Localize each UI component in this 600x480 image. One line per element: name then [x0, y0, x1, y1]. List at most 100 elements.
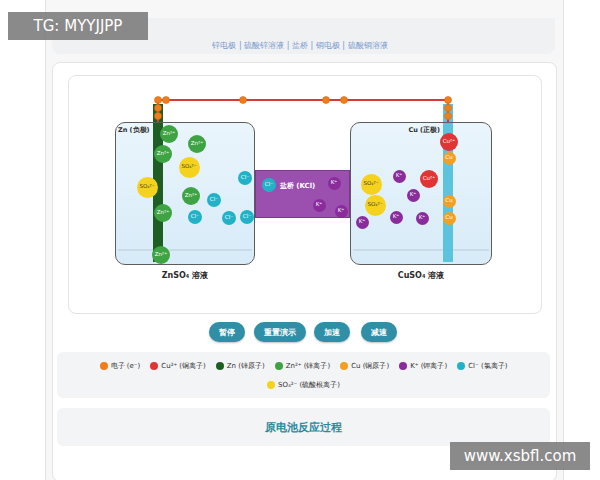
- ion-circle: SO₄²⁻: [137, 177, 158, 198]
- node-text: 减速: [371, 327, 387, 338]
- ion-circle: K⁺: [390, 211, 403, 224]
- electron-dots: [155, 97, 452, 120]
- node-text: Cl⁻: [191, 214, 199, 220]
- legend-text: Cu²⁺ (铜离子): [161, 361, 206, 371]
- node-text: 盐桥 (KCl): [280, 181, 315, 191]
- node-text: ZnSO₄ 溶液: [116, 270, 254, 281]
- legend-text: Cl⁻ (氯离子): [468, 361, 507, 371]
- node-text: Zn²⁺: [155, 252, 167, 258]
- ion-circle: Zn²⁺: [182, 187, 200, 205]
- node-text: Cl⁻: [265, 182, 273, 188]
- legend-item: SO₄²⁻ (硫酸根离子): [267, 380, 340, 390]
- liquid-level: [353, 250, 489, 251]
- node-text: K⁺: [396, 173, 403, 179]
- node-text: 原电池反应过程: [265, 420, 342, 435]
- legend-text: Cu (铜原子): [351, 361, 389, 371]
- node-text: Cu²⁺: [423, 176, 435, 182]
- node-text: Cl⁻: [241, 175, 249, 181]
- beaker: Zn (负极)ZnSO₄ 溶液Zn²⁺Zn²⁺Zn²⁺SO₄²⁻SO₄²⁻Zn²…: [115, 122, 255, 265]
- nav-links: 锌电极 | 硫酸锌溶液 | 盐桥 | 铜电极 | 硫酸铜溶液: [212, 33, 387, 52]
- watermark-text: TG: MYYJJPP: [34, 17, 123, 35]
- node-text: SO₄²⁻: [181, 164, 196, 170]
- node-text: Cl⁻: [243, 214, 251, 220]
- ion-circle: Cl⁻: [240, 210, 254, 224]
- ion-circle: Cl⁻: [188, 210, 202, 224]
- nav-links-text: 锌电极 | 硫酸锌溶液 | 盐桥 | 铜电极 | 硫酸铜溶液: [212, 41, 387, 50]
- node-text: CuSO₄ 溶液: [351, 270, 491, 281]
- legend-item: 电子 (e⁻): [100, 361, 141, 371]
- node-text: K⁺: [419, 215, 426, 221]
- section-heading: 原电池反应过程: [57, 408, 550, 446]
- node-text: Zn (负极): [118, 126, 150, 135]
- legend-item: Cu (铜原子): [340, 361, 389, 371]
- ion-circle: Zn²⁺: [188, 135, 206, 153]
- ion-circle: Zn²⁺: [154, 204, 172, 222]
- legend-swatch: [275, 362, 283, 370]
- zn-beaker-fill: [116, 123, 254, 264]
- ion-circle: K⁺: [328, 177, 341, 190]
- ion-circle: SO₄²⁻: [179, 157, 200, 178]
- node-text: K⁺: [410, 192, 417, 198]
- control-button: 加速: [314, 322, 350, 342]
- ion-circle: Cu²⁺: [420, 170, 438, 188]
- ion-circle: Cu: [443, 195, 456, 208]
- node-text: 暂停: [219, 327, 235, 338]
- node-text: 加速: [324, 327, 340, 338]
- control-button: 暂停: [209, 322, 245, 342]
- node-text: K⁺: [359, 219, 366, 225]
- legend-swatch: [340, 362, 348, 370]
- node-text: 重置演示: [264, 327, 296, 338]
- node-text: Cu (正极): [408, 126, 440, 135]
- node-text: Zn²⁺: [157, 151, 169, 157]
- legend-swatch: [150, 362, 158, 370]
- node-text: Cu: [445, 155, 452, 161]
- node-text: Zn²⁺: [157, 210, 169, 216]
- node-text: Cu²⁺: [443, 139, 455, 145]
- watermark: TG: MYYJJPP: [8, 12, 148, 40]
- wire: [158, 100, 448, 122]
- legend-text: Zn²⁺ (锌离子): [286, 361, 330, 371]
- node-text: K⁺: [393, 214, 400, 220]
- beaker: Cu (正极)CuSO₄ 溶液Cu²⁺CuSO₄²⁻SO₄²⁻K⁺Cu²⁺K⁺C…: [350, 122, 492, 265]
- legend-swatch: [399, 362, 407, 370]
- legend-text: SO₄²⁻ (硫酸根离子): [278, 380, 340, 390]
- node-text: SO₄²⁻: [363, 181, 378, 187]
- legend-text: Zn (锌原子): [227, 361, 265, 371]
- ion-circle: K⁺: [393, 170, 406, 183]
- salt-bridge: 盐桥 (KCl) Cl⁻ K⁺ K⁺ K⁺: [255, 170, 350, 218]
- ion-circle: Cl⁻: [222, 211, 236, 225]
- liquid-level: [118, 250, 252, 251]
- legend-row: SO₄²⁻ (硫酸根离子): [57, 380, 550, 390]
- legend-swatch: [100, 362, 108, 370]
- node-text: Cu: [445, 215, 452, 221]
- ion-circle: K⁺: [416, 212, 429, 225]
- legend-swatch: [457, 362, 465, 370]
- legend-item: Cu²⁺ (铜离子): [150, 361, 206, 371]
- ion-circle: Cu: [443, 212, 456, 225]
- legend-row: 电子 (e⁻) Cu²⁺ (铜离子) Zn (锌原子) Zn²⁺ (锌离子) Cu (铜…: [57, 361, 550, 371]
- node-text: K⁺: [331, 180, 338, 186]
- ion-circle: K⁺: [407, 189, 420, 202]
- cu-beaker-fill: [351, 123, 491, 264]
- node-text: SO₄²⁻: [367, 202, 382, 208]
- legend-text: K⁺ (钾离子): [410, 361, 447, 371]
- legend-item: Zn²⁺ (锌离子): [275, 361, 330, 371]
- node-text: Cl⁻: [225, 215, 233, 221]
- node-text: K⁺: [338, 208, 345, 214]
- ion-circle: SO₄²⁻: [365, 195, 386, 216]
- ion-circle: K⁺: [356, 216, 369, 229]
- node-text: SO₄²⁻: [139, 184, 154, 190]
- ion-circle: K⁺: [313, 199, 326, 212]
- ion-circle: Cl⁻: [262, 178, 276, 192]
- legend-item: K⁺ (钾离子): [399, 361, 447, 371]
- ion-circle: SO₄²⁻: [361, 174, 382, 195]
- node-text: Zn²⁺: [163, 131, 175, 137]
- ion-circle: Cl⁻: [207, 193, 221, 207]
- ion-circle: Cl⁻: [238, 171, 252, 185]
- ion-circle: Cu: [443, 152, 456, 165]
- node-text: Zn²⁺: [185, 193, 197, 199]
- node-text: Cu: [445, 198, 452, 204]
- node-text: Zn²⁺: [191, 141, 203, 147]
